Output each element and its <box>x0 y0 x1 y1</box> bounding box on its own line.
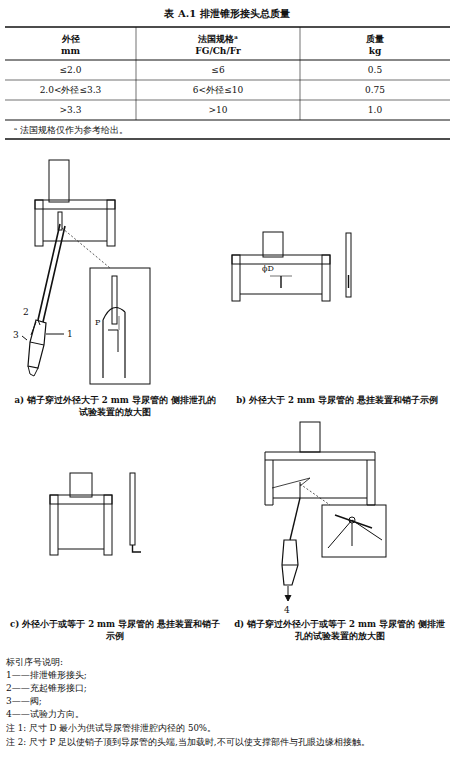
fig-c <box>50 473 141 555</box>
note: 注 2: 尺寸 P 足以使销子顶到导尿管的头端,当加载时,不可以使支撑部件与孔眼… <box>6 736 450 748</box>
table-cell: 6<外径≤10 <box>136 84 300 96</box>
table-header: 法国规格ᵃ <box>136 33 300 45</box>
table-header: mm <box>5 45 136 57</box>
table-cell: >3.3 <box>5 104 136 116</box>
dimension-label: ϕD <box>262 263 274 275</box>
table-header: 质量 <box>300 33 450 45</box>
figure-caption: b) 外径大于 2 mm 导尿管的 悬挂装置和销子示例 <box>232 394 442 406</box>
key-item: 3——阀; <box>6 695 306 707</box>
fig-d <box>265 422 386 601</box>
callout-number: 2 <box>23 306 29 318</box>
callout-number: 3 <box>13 329 19 341</box>
table-cell: 1.0 <box>300 104 450 116</box>
note: 注 1: 尺寸 D 最小为供试导尿管排泄腔内径的 50%。 <box>6 722 450 734</box>
table-title: 表 A.1 排泄锥形接头总质量 <box>0 8 454 20</box>
dimension-label: P <box>95 317 100 329</box>
key-heading: 标引序号说明: <box>6 656 306 668</box>
table-footnote: ᵃ 法国规格仅作为参考给出。 <box>14 124 414 136</box>
table-header: 外径 <box>5 33 136 45</box>
table-header: kg <box>300 45 450 57</box>
callout-number: 1 <box>67 328 73 340</box>
table-cell: >10 <box>136 104 300 116</box>
key-item: 4——试验力方向。 <box>6 708 306 720</box>
table-header: FG/Ch/Fr <box>136 45 300 57</box>
figure-caption: c) 外径小于或等于 2 mm 导尿管的 悬挂装置和销子示例 <box>10 618 220 642</box>
table-cell: 0.75 <box>300 84 450 96</box>
table-cell: 0.5 <box>300 64 450 76</box>
callout-number: 4 <box>284 604 290 616</box>
fig-a <box>22 160 150 384</box>
table-cell: ≤2.0 <box>5 64 136 76</box>
key-item: 2——充起锥形接口; <box>6 682 306 694</box>
table-cell: 2.0<外径≤3.3 <box>5 84 136 96</box>
fig-b <box>232 232 351 301</box>
figure-caption: a) 销子穿过外径大于 2 mm 导尿管的 侧排泄孔的试验装置的放大图 <box>10 394 220 418</box>
figure-caption: d) 销子穿过外径小于或等于 2 mm 导尿管的 侧排泄孔的试验装置的放大图 <box>232 618 447 642</box>
table-cell: ≤6 <box>136 64 300 76</box>
key-item: 1——排泄锥形接头; <box>6 669 306 681</box>
